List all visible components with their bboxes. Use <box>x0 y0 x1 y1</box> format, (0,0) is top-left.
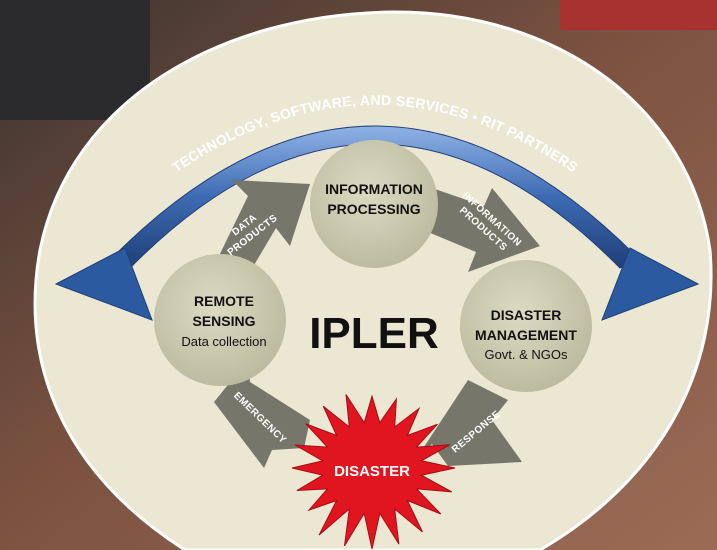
remote-sensing-line2: SENSING <box>192 313 255 329</box>
background-oval <box>33 10 713 550</box>
photo-monitor-shape <box>0 0 150 120</box>
arc-arrowhead-right <box>601 247 700 321</box>
remote-sensing-sub: Data collection <box>181 334 266 349</box>
photo-red-object <box>560 0 717 30</box>
information-processing-line1: INFORMATION <box>325 181 423 197</box>
disaster-management-sub: Govt. & NGOs <box>484 347 568 362</box>
center-title: IPLER <box>309 309 439 358</box>
arrow-data-products <box>218 180 310 272</box>
disaster-burst <box>291 394 456 550</box>
node-information-processing <box>310 140 438 268</box>
arrow-information-products <box>428 188 540 272</box>
arrow-emergency <box>214 360 310 468</box>
arrow-response <box>418 380 522 466</box>
disaster-label: DISASTER <box>334 463 410 480</box>
information-processing-line2: PROCESSING <box>327 201 420 217</box>
node-remote-sensing <box>154 254 286 386</box>
node-disaster-management <box>460 260 592 392</box>
disaster-management-line1: DISASTER <box>491 307 562 323</box>
remote-sensing-line1: REMOTE <box>194 293 254 309</box>
arc-arrowhead-left <box>54 247 153 321</box>
disaster-management-line2: MANAGEMENT <box>475 327 577 343</box>
